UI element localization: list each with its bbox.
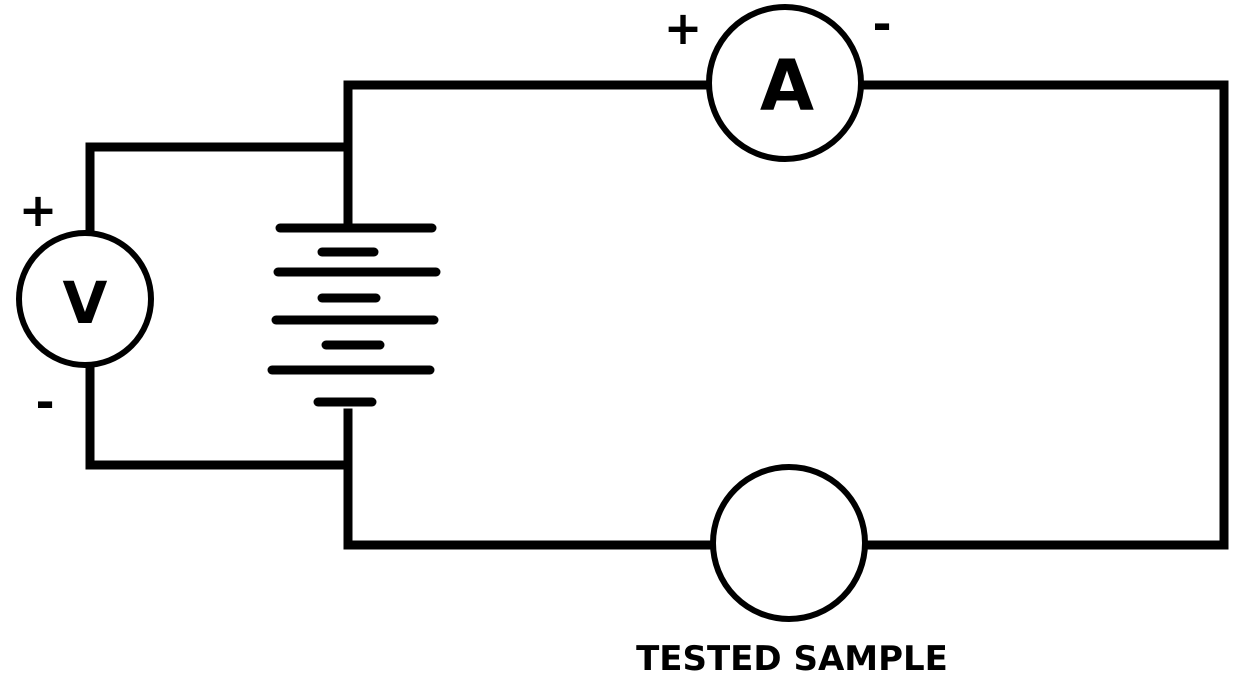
wire-battery-to-ammeter (343, 80, 713, 233)
ammeter-plus-label: + (664, 1, 703, 55)
voltmeter-circle (16, 230, 154, 368)
wire-sample-to-battery (343, 408, 717, 550)
tested-sample: TESTED SAMPLE (636, 464, 948, 679)
wire-voltmeter-plus-lead (85, 142, 353, 235)
ammeter-symbol: A (760, 45, 814, 127)
battery-symbol (267, 223, 441, 407)
voltmeter: V + - (16, 183, 154, 429)
sample-label: TESTED SAMPLE (636, 639, 948, 679)
circuit-wires (85, 80, 1229, 550)
voltmeter-plus-label: + (19, 183, 58, 237)
wire-voltmeter-minus-lead (85, 365, 353, 470)
wire-ammeter-to-sample (857, 80, 1229, 550)
ammeter: A + - (664, 0, 892, 162)
voltmeter-minus-label: - (35, 375, 54, 429)
sample-circle (710, 464, 868, 622)
ammeter-circle (706, 4, 864, 162)
ammeter-minus-label: - (872, 0, 891, 51)
voltmeter-symbol: V (63, 269, 108, 337)
